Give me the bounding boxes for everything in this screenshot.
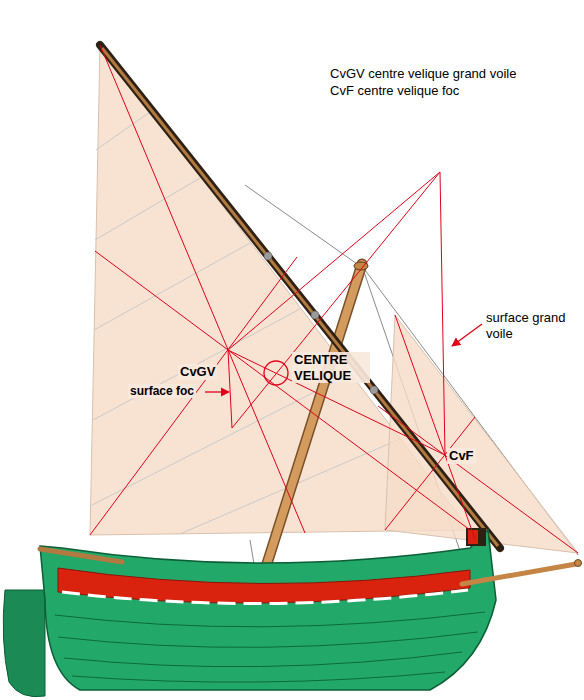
planks [55, 612, 485, 682]
construction-lines [90, 45, 578, 553]
gunwale-stripe [62, 590, 468, 604]
leader-arrow [205, 391, 229, 392]
surface-label: surface grand voile [486, 310, 568, 341]
yard [102, 48, 498, 546]
point-label: CvGV [178, 364, 217, 380]
abbreviation-note: CvF centre velique foc [330, 83, 459, 99]
centre-label: CENTRE VELIQUE [292, 352, 370, 383]
surface-label: surface foc [128, 384, 196, 398]
red-band [58, 568, 470, 603]
yard [100, 45, 500, 548]
bowsprit [462, 564, 576, 584]
hull [40, 530, 496, 690]
abbreviation-note: CvGV centre velique grand voile [330, 66, 516, 82]
point-label: CvF [447, 448, 476, 464]
yard-rings [264, 252, 378, 394]
stem-head [466, 528, 486, 546]
bowsprit-end [575, 560, 582, 567]
leader-arrow [452, 324, 482, 346]
tiller [40, 549, 122, 562]
rudder [3, 590, 45, 697]
